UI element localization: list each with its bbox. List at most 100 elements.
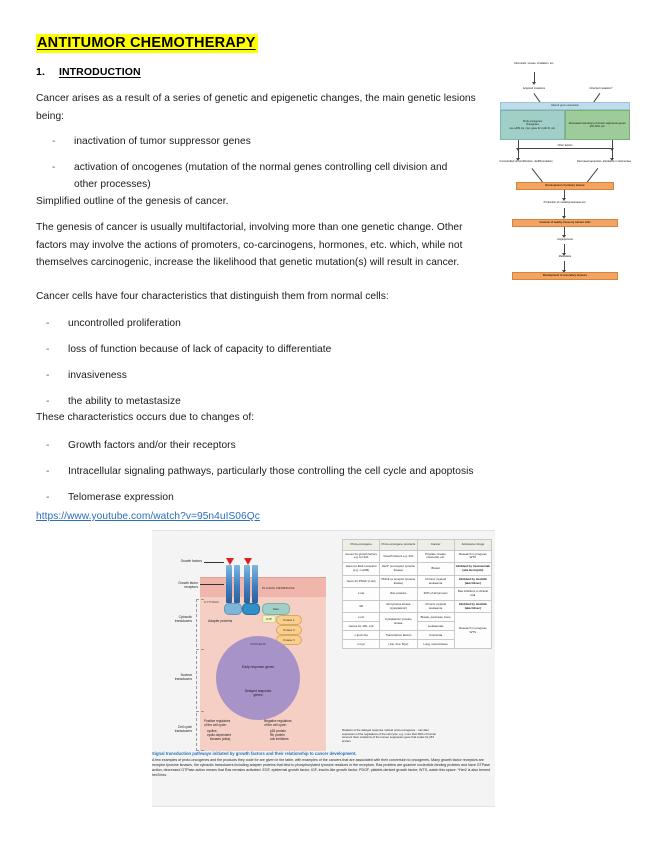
positive-regulators-heading: Positive regulators of the cell cycle: [204,719,231,728]
genesis-of-cancer-flowchart: Chemicals, viruses, irradiation, etc. Ac… [498,62,632,298]
label-early-response-genes: Early response genes [242,665,274,669]
label-adapter-proteins: Adapter proteins [208,619,233,623]
cell: c-myc [341,639,381,650]
table-row: c-ras Ras proteins 30% of all tumours Ra… [341,587,493,601]
paragraph-four-characteristics: Cancer cells have four characteristics t… [36,291,389,302]
changes-list: Growth factors and/or their receptors In… [42,437,532,515]
list-item: inactivation of tumor suppressor genes [36,133,456,150]
list-item: the ability to metastasize [42,393,472,410]
flow-node-secondary-tumours: Development of secondary tumours [512,272,618,280]
flow-arrow-icon [531,168,544,183]
list-item: activation of oncogenes (mutation of the… [36,159,456,193]
list-item: p53 protein [270,729,286,733]
cell: Her2* (a receptor tyrosine kinase) [379,562,418,576]
table-row: Gene for PDGF (c-sis) PDGF (a receptor t… [341,574,493,589]
list-item: cyclin-dependent [207,733,232,738]
flow-node-inherited-mutations: Inherited mutations* [589,87,613,90]
section-title: INTRODUCTION [58,66,141,78]
cell: Leukaemias [416,621,455,632]
cell: c-ras [341,587,381,601]
bracket-divider [196,599,204,600]
cell: Chronic myeloid leukaemia [416,574,455,589]
cell: Colorectal [416,630,455,641]
receptor-icon [252,565,258,603]
positive-regulators-list: cyclins cyclin-dependent kinases (cdks) [206,729,258,742]
cell: abl [341,599,381,614]
flow-node-tumour-suppressor: Decreased expression of tumour suppresso… [565,110,630,140]
label-nuclear-transducers: Nuclear transducers [174,673,192,682]
cell: Growth factors e.g. IGF [379,549,418,564]
cell: Abl tyrosine kinase (cytoplasmic) [379,599,418,614]
ras-protein: Ras [262,603,290,615]
cell: Cytoplasmic tyrosine kinase [379,612,418,632]
flow-connector [518,148,612,149]
list-item: Telomerase expression [42,489,532,506]
flow-arrow-icon [610,149,614,161]
proto-oncogene-table: Proto-oncogene Proto-oncogene products C… [341,539,493,650]
adapter-protein-icon [224,603,242,615]
cell: (Jun, Fos, Myc) [379,639,418,650]
label-cytosolic-transducers: Cytosolic transducers [174,615,192,624]
list-item: Growth factors and/or their receptors [42,437,532,454]
receptor-icon [244,565,250,603]
flow-node-primary-tumour: Development of primary tumour [516,182,614,190]
column-header: Cancer [416,539,455,551]
negative-regulators-heading: Negative regulators of the cell cycle: [264,719,292,728]
list-item: Intracellular signaling pathways, partic… [42,463,532,480]
list-item: loss of function because of lack of capa… [42,341,472,358]
leader-line [200,584,224,585]
flow-node-proto-oncogenes: Proto-oncogenes Oncogenes ras, erbB, sis… [500,110,565,140]
cell: Transcription factors [379,630,418,641]
flow-node-other-factors: Other factors [546,144,584,148]
bracket-divider [196,713,197,751]
nucleus [216,636,300,720]
cell: Research in progress WTS [453,549,493,564]
flow-arrow-icon [562,227,566,238]
bracket-divider [196,649,204,650]
cell: Breast, pancreas, bone [416,612,455,623]
flow-arrow-icon [516,149,520,161]
figure-caption-title: Signal transduction pathways initiated b… [152,751,357,756]
table-row: Genes for growth factors e.g. for IGF Gr… [341,549,493,564]
bracket-divider [196,599,197,647]
cell: c-jun/c-fos [341,630,381,641]
label-cell-cycle-transducers: Cell cycle transducers [174,725,192,734]
label-growth-factors: Growth factors [180,559,202,563]
cell: Gene for PDGF (c-sis) [341,574,381,589]
paragraph-simplified: Simplified outline of the genesis of can… [36,196,229,207]
cell: PDGF (a receptor tyrosine kinase) [379,574,418,589]
kinase-1: Kinase 1 [276,615,302,625]
cell: Breast [416,562,455,576]
receptor-icon [234,565,240,603]
flow-arrow-icon [532,72,536,85]
receptor-icon [226,565,232,603]
cell: Inhibited by imatinib (aka Glivec) [453,599,493,614]
gtp-label: GTP [262,615,276,623]
cell: c-src [341,612,381,623]
page-title: ANTITUMOR CHEMOTHERAPY [36,34,258,53]
cell: Ras proteins [379,587,418,601]
bracket-divider [196,711,204,712]
table-row: Gene for EGF receptors (e.g. c-erbB) Her… [341,562,493,576]
table-row: c-src Cytoplasmic tyrosine kinase Breast… [341,612,493,650]
paragraph-genesis: The genesis of cancer is usually multifa… [36,222,463,268]
label-delayed-response-genes: Delayed response genes [244,689,272,698]
flow-arrow-icon [562,190,566,201]
flow-node-acquired-mutations: Acquired mutations [522,87,546,90]
cell: Chronic myeloid leukaemia [416,599,455,614]
adapter-protein-icon [242,603,260,615]
label-growth-factor-receptors: Growth factor receptors [178,581,198,590]
flow-node-invasion: Invasion of nearby tissue by tumour cell… [512,219,618,227]
table-row: abl Abl tyrosine kinase (cytoplasmic) Ch… [341,599,493,614]
label-nucleus: NUCLEUS [250,642,266,646]
list-item: kinases (cdks) [210,737,231,742]
signal-transduction-figure: Growth factors Growth factor receptors P… [152,530,495,807]
figure-caption: Signal transduction pathways initiated b… [152,751,495,778]
flow-arrow-icon [562,208,566,219]
cell-signalling-cartoon: Growth factors Growth factor receptors P… [152,539,327,751]
paragraph-changes-of: These characteristics occurs due to chan… [36,412,255,423]
cell: Research in progress WTS [453,612,493,650]
flow-arrow-icon [610,140,614,151]
youtube-link[interactable]: https://www.youtube.com/watch?v=95n4uIS0… [36,511,260,522]
